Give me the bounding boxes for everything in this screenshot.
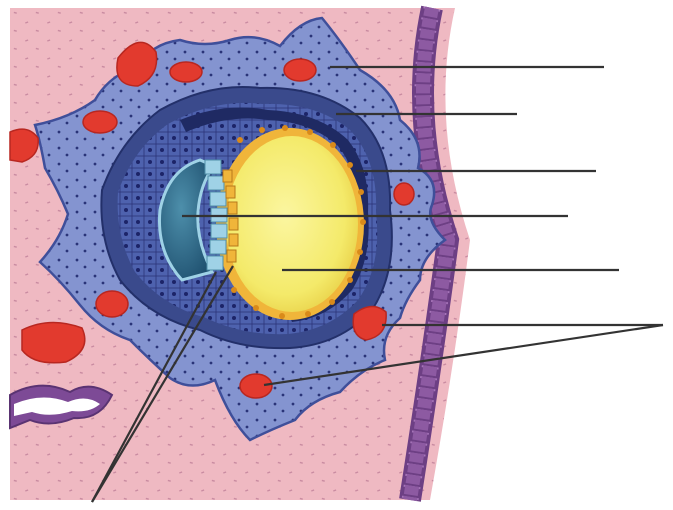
- embryo-implantation-diagram: [0, 0, 673, 510]
- implantation-illustration: [0, 0, 673, 510]
